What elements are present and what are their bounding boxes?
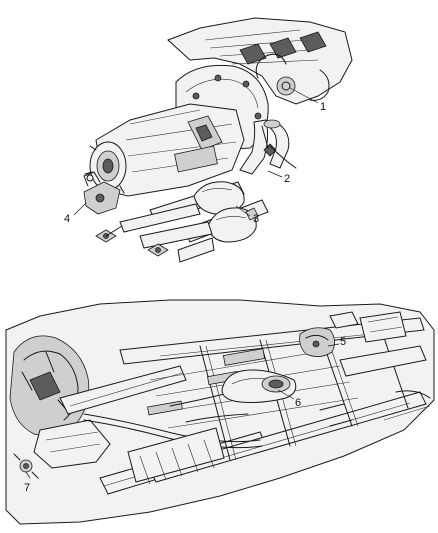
callout-6: 6 — [295, 397, 301, 409]
callout-2: 2 — [284, 173, 290, 185]
callout-5: 5 — [340, 336, 346, 348]
top-leader-lines — [73, 87, 319, 217]
callout-4: 4 — [64, 213, 70, 225]
callout-numbers: 1 2 3 4 5 6 7 — [24, 101, 346, 494]
bottom-leader-lines — [25, 343, 340, 479]
engine-transmission-illustration — [83, 17, 353, 263]
callout-7: 7 — [24, 482, 30, 494]
underbody-illustration — [5, 299, 435, 525]
callout-1: 1 — [320, 101, 326, 113]
callout-3: 3 — [253, 213, 259, 225]
